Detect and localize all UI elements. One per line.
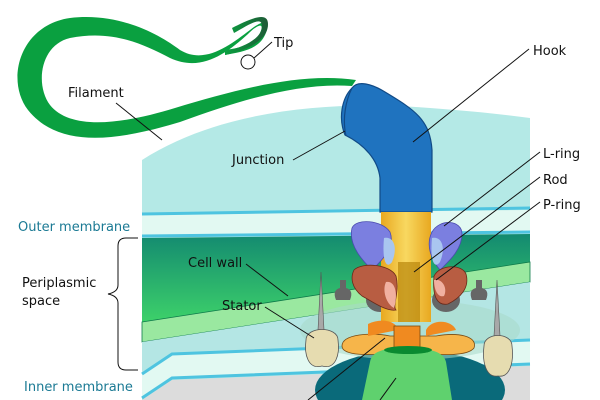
rod-base-collar (393, 325, 421, 349)
label-rod: Rod (543, 173, 568, 188)
outer-membrane (141, 206, 531, 238)
hook (340, 83, 433, 213)
label-stator: Stator (222, 299, 262, 314)
label-periplasmic-space-1: Periplasmic (22, 276, 96, 291)
leader-lines (115, 41, 541, 400)
l-ring (350, 221, 463, 271)
label-outer-membrane: Outer membrane (18, 220, 130, 235)
label-inner-membrane: Inner membrane (24, 380, 133, 395)
label-filament: Filament (68, 86, 124, 101)
label-periplasmic-space-2: space (22, 294, 60, 309)
label-cell-wall: Cell wall (188, 256, 242, 271)
ms-ring (341, 320, 475, 356)
label-p-ring: P-ring (543, 198, 581, 213)
p-ring (351, 264, 468, 311)
filament-tip (225, 16, 268, 55)
label-junction: Junction (231, 153, 284, 168)
label-tip: Tip (273, 36, 293, 51)
label-hook: Hook (533, 44, 567, 59)
c-ring (362, 348, 452, 400)
filament (17, 17, 356, 138)
label-l-ring: L-ring (543, 147, 580, 162)
tip-marker (240, 54, 256, 70)
stator-right (483, 279, 513, 377)
stator-left (305, 271, 339, 368)
periplasmic-brace (107, 237, 138, 371)
